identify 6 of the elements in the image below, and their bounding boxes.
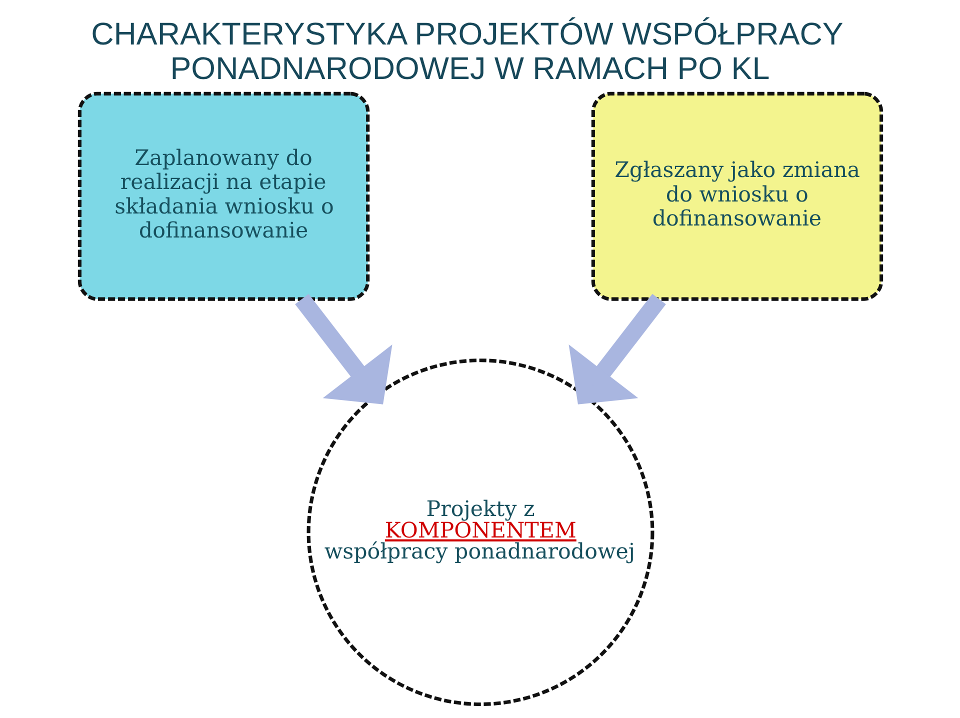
node-circle: Projekty z KOMPONENTEM współpracy ponadnarodowej [306,358,654,706]
node-box: Zaplanowany do realizacji na etapie składania wniosku o dofinansowanie [77,92,370,301]
node-box: Zgłaszany jako zmiana do wniosku o dofinansowanie [590,92,883,301]
diagram-title: CHARAKTERYSTYKA PROJEKTÓW WSPÓŁPRACY PONADNARODOWEJ W RAMACH PO KL [90,16,843,86]
arrow [568,294,666,404]
arrow [294,294,392,404]
